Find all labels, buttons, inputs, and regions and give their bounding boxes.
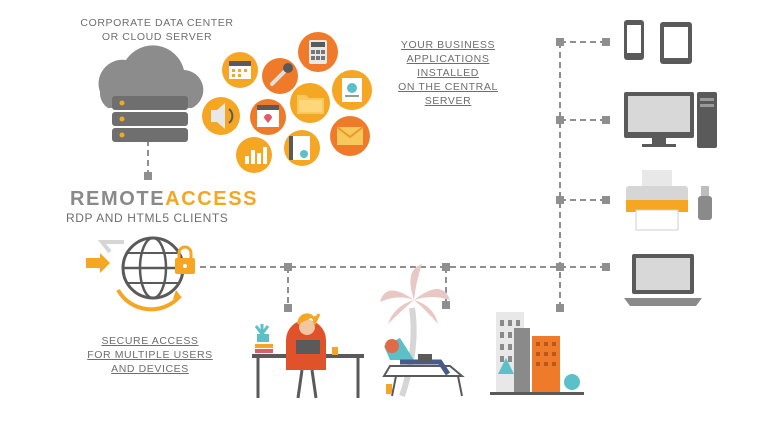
node [442, 301, 450, 309]
node [602, 38, 610, 46]
node [556, 304, 564, 312]
brand-part-access: ACCESS [165, 188, 259, 210]
music-icon [262, 58, 298, 94]
heading-line: AND DEVICES [111, 363, 189, 375]
heading-line: OR CLOUD SERVER [101, 31, 213, 43]
brand-part-remote: REMOTE [70, 188, 166, 210]
document-icon [332, 70, 372, 110]
node [556, 263, 564, 271]
node [556, 196, 564, 204]
node [284, 304, 292, 312]
bar-chart-icon [236, 137, 272, 173]
beach-worker-illustration [380, 264, 465, 397]
node [556, 116, 564, 124]
heading-line: SERVER [424, 95, 472, 107]
sound-icon [202, 97, 240, 135]
heading-line: INSTALLED [417, 67, 479, 79]
node [144, 172, 152, 180]
node [284, 263, 292, 271]
desktop-computer-icon [624, 92, 717, 148]
heading-line: YOUR BUSINESS [400, 39, 496, 51]
folder-icon [290, 83, 330, 123]
mail-icon [330, 116, 370, 156]
heading-business-apps: YOUR BUSINESS APPLICATIONS INSTALLED ON … [378, 38, 518, 108]
laptop-icon [624, 254, 702, 306]
usb-drive-icon [698, 186, 712, 220]
city-buildings-illustration [490, 312, 584, 395]
heading-line: SECURE ACCESS [101, 335, 199, 347]
brand-logo: REMOTEACCESS [70, 188, 258, 211]
phone-tablet-icon [624, 20, 692, 64]
node [602, 196, 610, 204]
calendar-icon [222, 52, 258, 88]
desk-worker-illustration [252, 313, 364, 399]
node [556, 38, 564, 46]
printer-icon [626, 170, 688, 231]
globe-secure-icon [86, 236, 195, 312]
node [442, 263, 450, 271]
notes-icon [284, 130, 320, 166]
heading-line: FOR MULTIPLE USERS [87, 349, 213, 361]
heading-corporate-datacenter: CORPORATE DATA CENTER OR CLOUD SERVER [52, 16, 262, 44]
heading-line: CORPORATE DATA CENTER [80, 17, 234, 29]
heading-secure-access: SECURE ACCESS FOR MULTIPLE USERS AND DEV… [60, 334, 240, 376]
node [602, 263, 610, 271]
chart-document-icon [250, 99, 286, 135]
connector-nodes [144, 38, 610, 312]
app-icons-cluster [202, 32, 372, 173]
connector-lines [147, 41, 606, 308]
node [602, 116, 610, 124]
brand-subtitle: RDP AND HTML5 CLIENTS [66, 211, 229, 225]
heading-line: ON THE CENTRAL [398, 81, 498, 93]
cloud-server-icon [98, 45, 204, 142]
heading-line: APPLICATIONS [406, 53, 490, 65]
calculator-icon [298, 32, 338, 72]
